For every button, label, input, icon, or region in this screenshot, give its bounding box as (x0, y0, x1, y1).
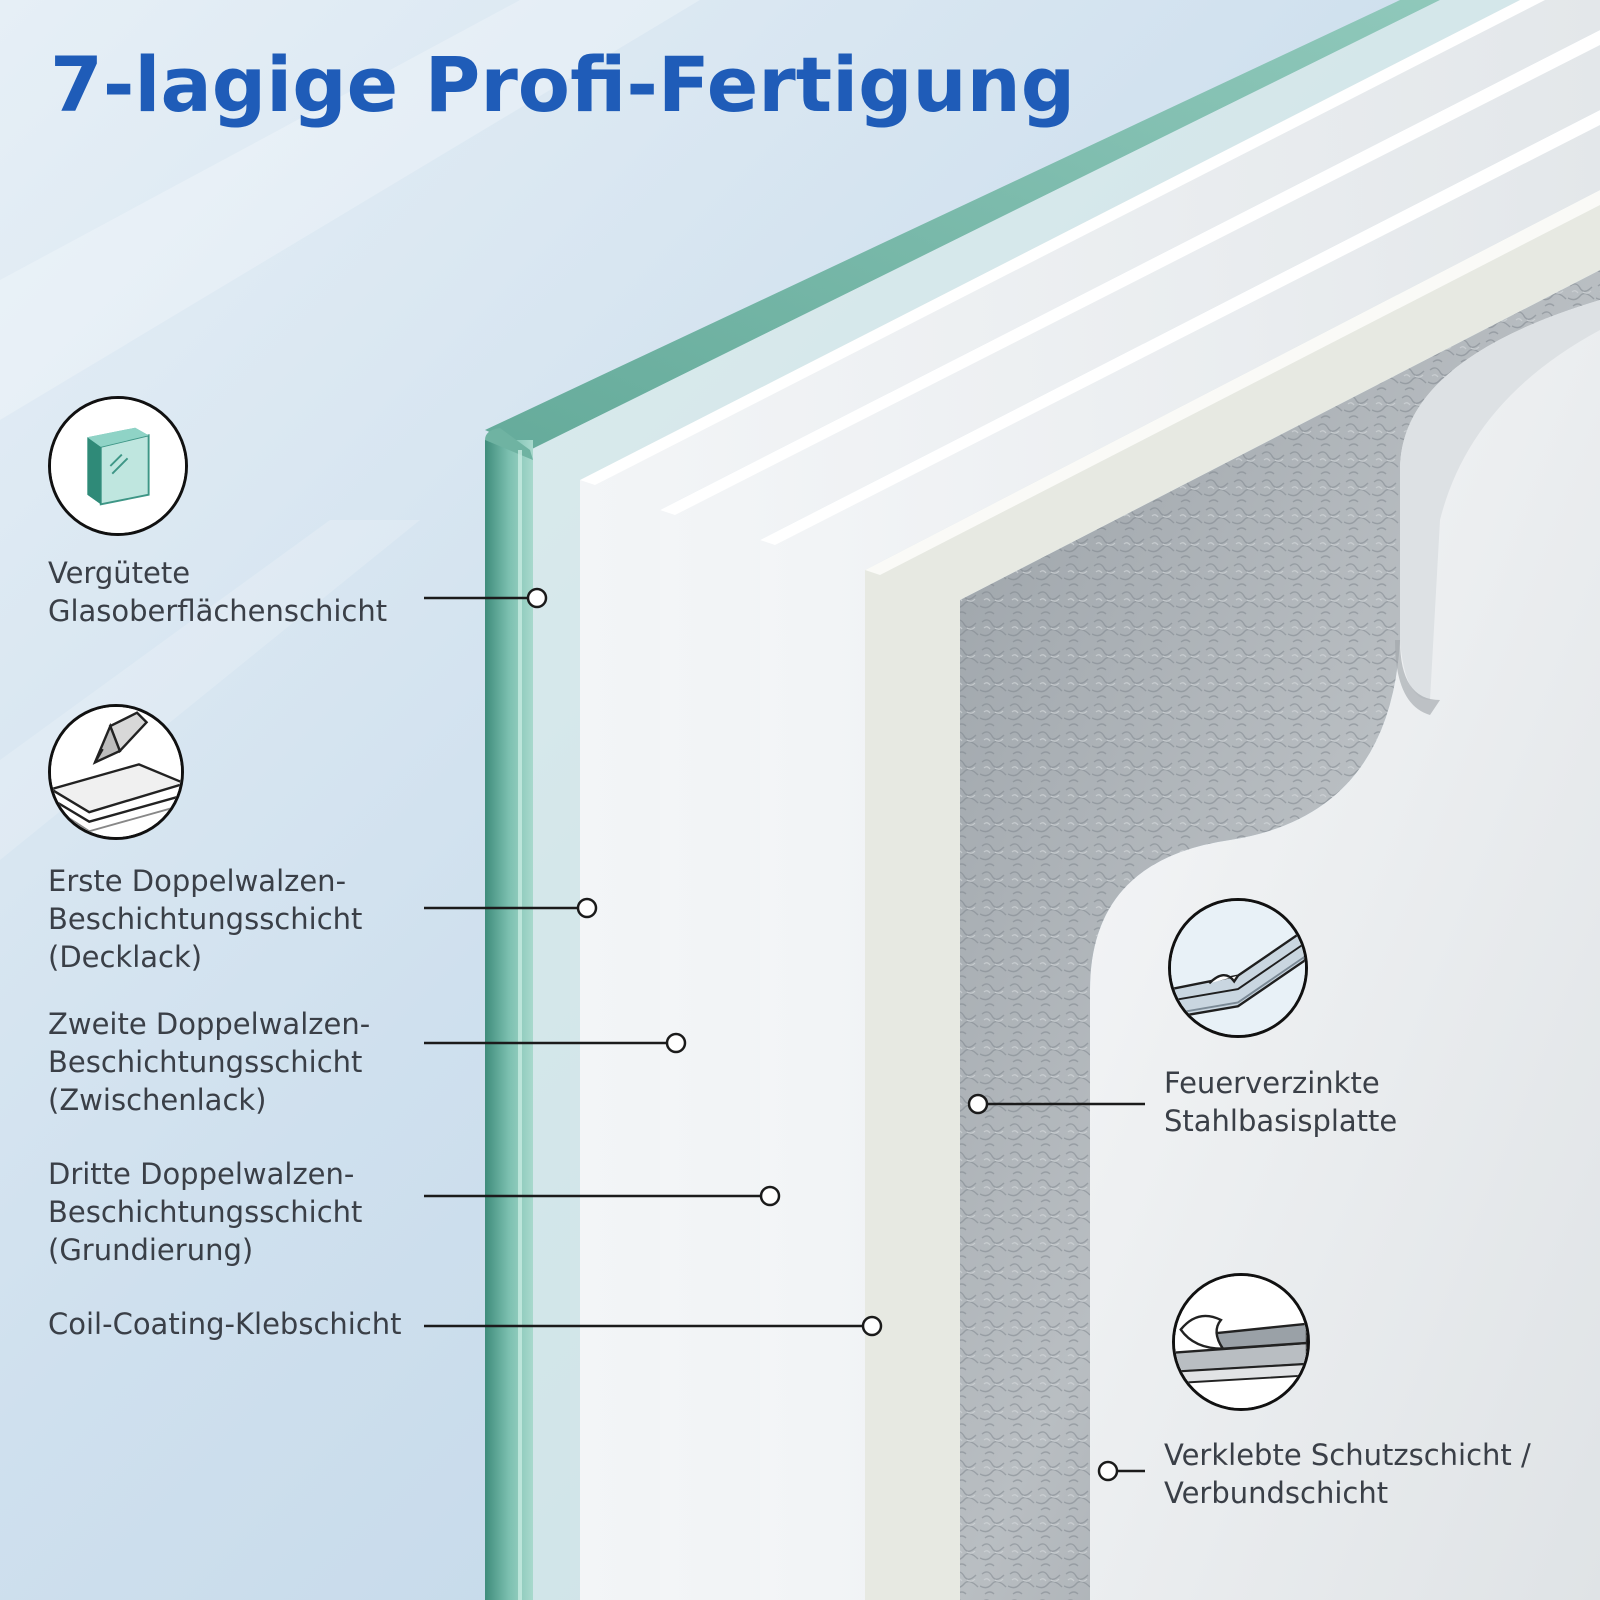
steel-texture (960, 270, 1600, 1600)
label-third-coating-layer: Dritte Doppelwalzen- Beschichtungsschich… (48, 1157, 363, 1267)
adhesive-layer (865, 190, 1600, 1600)
label-protective-layer: Verklebte Schutzschicht / Verbundschicht (1164, 1438, 1531, 1510)
label-glass-surface-layer: Vergütete Glasoberflächenschicht (48, 556, 388, 628)
label-first-coating-layer: Erste Doppelwalzen- Beschichtungsschicht… (48, 864, 363, 974)
glass-pane-icon (48, 396, 188, 536)
second-coating-layer (660, 30, 1600, 1600)
protective-film-layer (1090, 300, 1600, 1600)
glass-top-edge (485, 0, 1440, 450)
label-steel-base-plate: Feuerverzinkte Stahlbasisplatte (1164, 1066, 1398, 1138)
third-coating-layer (760, 110, 1600, 1600)
page-title: 7-lagige Profi-Fertigung (50, 40, 1076, 129)
protective-film-icon (1172, 1273, 1310, 1411)
label-second-coating-layer: Zweite Doppelwalzen- Beschichtungsschich… (48, 1007, 371, 1117)
leader-lines (424, 587, 1145, 1482)
label-adhesive-layer: Coil-Coating-Klebschicht (48, 1307, 402, 1341)
glass-side-edge (485, 440, 533, 1600)
coating-roller-icon (48, 704, 184, 840)
first-coating-layer (580, 0, 1600, 1600)
film-curl-shadow (1395, 640, 1440, 715)
steel-plate-icon (1168, 898, 1308, 1038)
background-light-streak (0, 0, 700, 420)
film-curl (1400, 300, 1600, 700)
